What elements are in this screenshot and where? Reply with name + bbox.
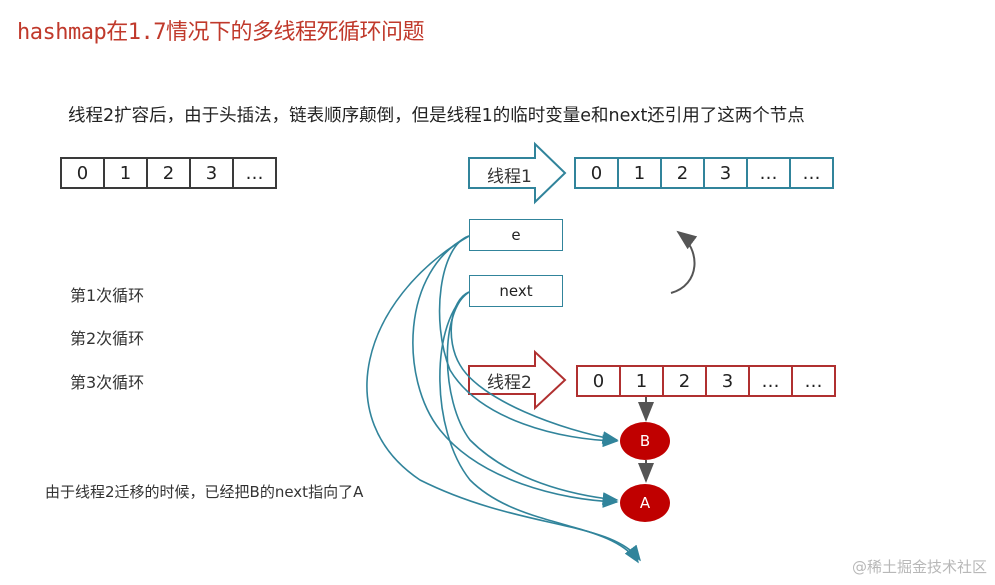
- node-b: B: [620, 422, 670, 460]
- loop-label-2: 第2次循环: [70, 329, 145, 348]
- next-curve-2: [446, 291, 619, 505]
- thread1-label: 线程1: [487, 167, 532, 187]
- initial-array: 0 1 2 3 …: [60, 157, 277, 189]
- array-cell: …: [232, 157, 277, 189]
- loop-curve-arrow: [670, 230, 698, 294]
- e-curve-2: [412, 235, 619, 508]
- next-curve-3: [439, 291, 639, 564]
- loop-label-3: 第3次循环: [70, 373, 145, 392]
- loop-label-1: 第1次循环: [70, 286, 145, 305]
- note-text: 由于线程2迁移的时候，已经把B的next指向了A: [45, 483, 364, 501]
- thread2-label: 线程2: [487, 373, 532, 393]
- thread2-array: 0 1 2 3 … …: [576, 365, 836, 397]
- thread1-array: 0 1 2 3 … …: [574, 157, 834, 189]
- subtitle: 线程2扩容后，由于头插法，链表顺序颠倒，但是线程1的临时变量e和next还引用了…: [68, 106, 805, 126]
- array-cell: …: [789, 157, 834, 189]
- e-curve-3: [366, 235, 641, 562]
- array-cell: …: [791, 365, 836, 397]
- var-next-box: next: [469, 275, 563, 307]
- thread1-block-arrow: [468, 141, 567, 205]
- var-e-box: e: [469, 219, 563, 251]
- e-curve-1: [438, 235, 619, 448]
- node-a: A: [620, 484, 670, 522]
- watermark: @稀土掘金技术社区: [851, 558, 987, 576]
- page-title: hashmap在1.7情况下的多线程死循环问题: [17, 20, 424, 45]
- thread2-block-arrow: [468, 349, 567, 411]
